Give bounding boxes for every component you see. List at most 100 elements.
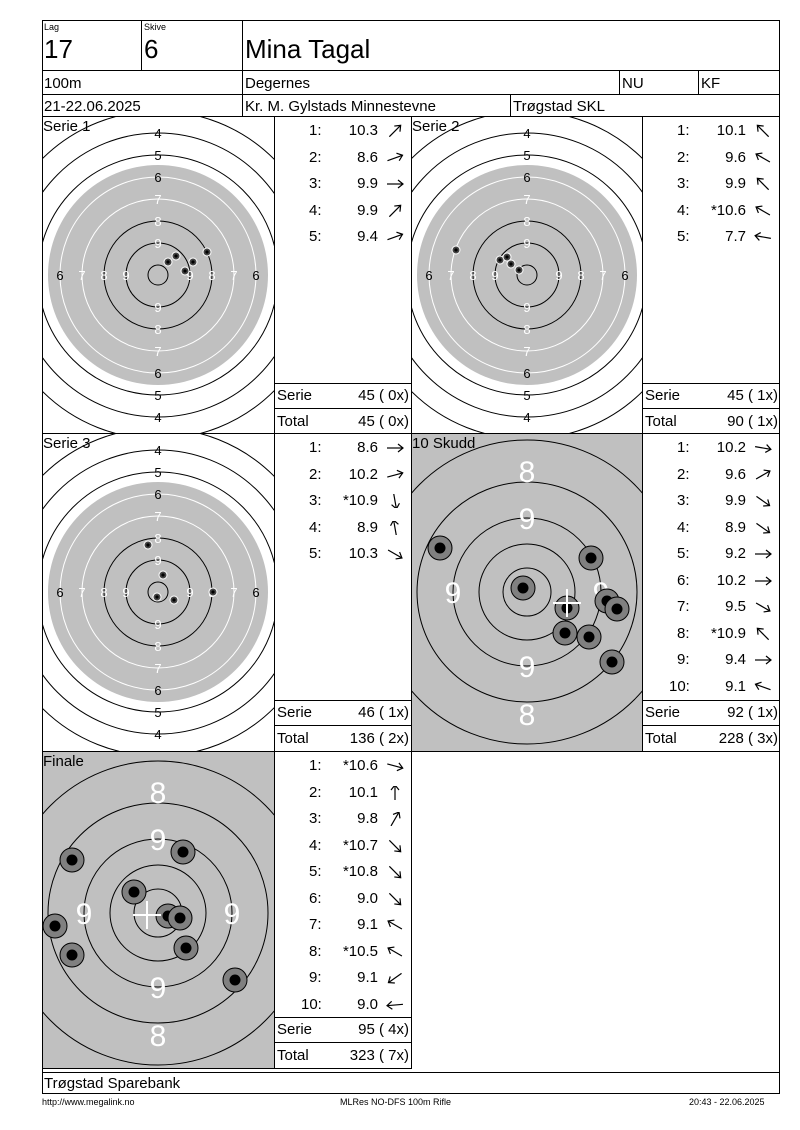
- shot-number: 7:: [309, 916, 322, 933]
- ring-label: 6: [621, 268, 628, 283]
- ring-label: 9: [224, 898, 241, 931]
- shot-value: *10.8: [342, 863, 378, 880]
- lag-label: Lag: [44, 22, 60, 32]
- shot-direction-icon: [387, 972, 402, 984]
- ring-label: 6: [56, 585, 63, 600]
- shot-hole-center: [172, 598, 176, 602]
- ring: [147, 581, 169, 603]
- ring-label: 8: [154, 531, 161, 546]
- shot-number: 3:: [677, 492, 690, 509]
- ring: [43, 449, 274, 735]
- ring-label: 7: [230, 585, 237, 600]
- serie-label: Serie: [277, 1021, 313, 1038]
- serie-value: 45 ( 0x): [358, 387, 409, 404]
- ring: [412, 439, 642, 745]
- ring: [43, 760, 274, 1066]
- ring-label: 6: [154, 487, 161, 502]
- shot-direction-icon: [755, 468, 771, 480]
- ring: [109, 864, 207, 962]
- shot-direction-icon: [387, 179, 404, 189]
- ring-label: 7: [154, 192, 161, 207]
- shot-hole-center: [66, 854, 78, 866]
- ring-label: 9: [523, 300, 530, 315]
- ring-label: 7: [154, 509, 161, 524]
- footer-url[interactable]: http://www.megalink.no: [42, 1097, 135, 1107]
- ring: [59, 176, 257, 374]
- shot-direction-icon: [387, 443, 404, 453]
- ring-label: 9: [519, 503, 536, 536]
- ring-label: 9: [154, 617, 161, 632]
- ring-label: 8: [154, 639, 161, 654]
- ring-label: 8: [154, 214, 161, 229]
- ring: [43, 154, 274, 396]
- shot-number: 9:: [677, 651, 690, 668]
- shot-value: 9.9: [725, 492, 746, 509]
- series-title: Finale: [43, 753, 84, 770]
- total-value: 45 ( 0x): [358, 413, 409, 430]
- ring-label: 9: [76, 898, 93, 931]
- shot-value: 9.6: [725, 465, 746, 483]
- shot-value: 9.4: [357, 228, 378, 245]
- series-title: 10 Skudd: [412, 435, 476, 452]
- shot-value: 9.1: [357, 969, 378, 986]
- shot-number: 4:: [677, 201, 690, 219]
- shot-direction-icon: [388, 124, 402, 138]
- aiming-black: [48, 165, 268, 385]
- shot-value: 10.3: [348, 122, 378, 139]
- shot-direction-icon: [755, 151, 771, 163]
- ring-label: 5: [154, 388, 161, 403]
- shot-direction-icon: [390, 520, 399, 535]
- shot-number: 5:: [309, 545, 322, 562]
- shot-direction-icon: [388, 839, 402, 852]
- shot-direction-icon: [756, 627, 770, 640]
- ring: [516, 264, 538, 286]
- ring-label: 9: [122, 268, 129, 283]
- shot-hole-center: [606, 656, 618, 668]
- ring-label: 8: [150, 1020, 167, 1053]
- shot-direction-icon: [386, 1000, 404, 1010]
- ring-label: 6: [252, 585, 259, 600]
- shot-number: 8:: [309, 942, 322, 960]
- ring: [43, 471, 274, 713]
- ring-label: 8: [577, 268, 584, 283]
- shot-direction-icon: [756, 124, 770, 138]
- ring-label: 5: [154, 705, 161, 720]
- aiming-black: [48, 482, 268, 702]
- ring-label: 8: [523, 322, 530, 337]
- series-title: Serie 2: [412, 118, 460, 135]
- shot-number: 1:: [309, 122, 322, 139]
- ring-label: 9: [555, 268, 562, 283]
- shot-direction-icon: [387, 469, 404, 478]
- ring-label: 7: [78, 585, 85, 600]
- ring: [125, 242, 191, 308]
- ring: [43, 132, 274, 418]
- ring-label: 8: [519, 699, 536, 732]
- shot-number: 3:: [309, 810, 322, 827]
- ring-label: 8: [469, 268, 476, 283]
- shot-hole-center: [509, 262, 513, 266]
- shot-hole-center: [229, 974, 241, 986]
- shot-hole-center: [611, 603, 623, 615]
- shot-number: 5:: [677, 228, 690, 245]
- total-value: 136 ( 2x): [349, 730, 409, 747]
- shot-direction-icon: [755, 576, 772, 585]
- skive-label: Skive: [144, 22, 167, 32]
- shot-value: 9.4: [725, 651, 746, 668]
- ring-label: 4: [154, 126, 161, 141]
- shot-direction-icon: [387, 945, 403, 957]
- shot-hole-center: [191, 260, 195, 264]
- shot-value: 8.6: [357, 439, 378, 456]
- ring: [478, 543, 576, 641]
- ring-label: 9: [122, 585, 129, 600]
- shot-direction-icon: [391, 494, 400, 508]
- shot-direction-icon: [755, 204, 771, 216]
- shot-hole-center: [49, 920, 61, 932]
- sponsor: Trøgstad Sparebank: [44, 1075, 181, 1092]
- ring-label: 9: [150, 972, 167, 1005]
- ring: [416, 481, 638, 703]
- ring-label: 4: [154, 443, 161, 458]
- shot-value: *10.6: [710, 201, 746, 219]
